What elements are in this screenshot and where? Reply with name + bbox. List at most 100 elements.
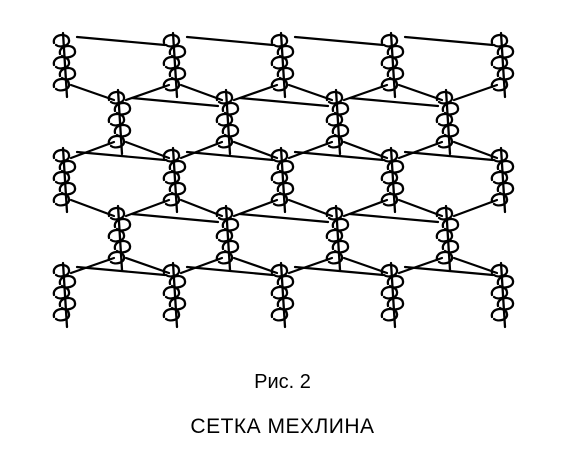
twist-loop [380,285,399,300]
mesh-thread [452,140,499,160]
twist-loop [52,263,71,278]
twist-loop [58,181,77,196]
twist-loop [52,55,71,70]
twist-core [499,31,507,99]
twist-core [171,146,179,214]
twist-loop [386,181,405,196]
twist-loop [435,250,454,265]
twist-node [162,146,187,214]
twist-loop [52,285,71,300]
twist-loop [52,170,71,185]
twist-core [444,204,452,272]
mesh-thread [287,83,334,102]
mesh-thread [342,256,389,275]
twist-core [171,31,179,99]
mesh-thread [238,212,330,224]
twist-node [325,204,350,272]
twist-core [334,88,342,156]
twist-loop [58,66,77,81]
mesh-thread [69,83,116,102]
twist-loop [276,159,295,174]
figure-title: СЕТКА МЕХЛИНА [190,415,375,438]
mesh-thread [185,35,275,47]
twist-loop [107,228,126,243]
mesh-thread [397,140,444,160]
twist-core [499,146,507,214]
twist-loop [270,33,289,48]
twist-loop [168,296,187,311]
figure-number: Рис. 2 [254,371,311,393]
mesh-thread [403,265,495,277]
twist-node [490,31,515,99]
twist-loop [58,296,77,311]
mesh-thread [69,256,116,275]
twist-loop [276,181,295,196]
twist-node [270,146,295,214]
twist-loop [162,33,181,48]
twist-loop [380,170,399,185]
twist-node [270,31,295,99]
twist-loop [270,307,289,322]
twist-core [116,204,124,272]
twist-core [61,31,69,99]
twist-loop [162,55,181,70]
twist-node [215,204,240,272]
twist-loop [325,112,344,127]
twist-loop [490,55,509,70]
twist-node [107,88,132,156]
twist-loop [162,170,181,185]
twist-loop [380,55,399,70]
twist-loop [107,250,126,265]
twist-loop [215,112,234,127]
twist-loop [496,44,515,59]
mechlin-mesh-illustration [52,31,515,329]
twist-loop [380,77,399,92]
mesh-thread [130,212,220,224]
mesh-thread [452,83,499,102]
mesh-thread [238,96,330,108]
twist-loop [270,170,289,185]
mesh-thread [342,140,389,160]
twist-loop [270,192,289,207]
twist-loop [490,307,509,322]
twist-loop [215,90,234,105]
twist-loop [386,296,405,311]
twist-node [325,88,350,156]
twist-loop [496,181,515,196]
mesh-thread [348,96,440,108]
twist-node [490,146,515,214]
twist-node [435,204,460,272]
mesh-thread [348,212,440,224]
mesh-thread [75,150,167,162]
twist-loop [162,307,181,322]
mesh-thread [124,140,171,160]
twist-loop [496,66,515,81]
mesh-thread [452,198,499,218]
mesh-thread [75,265,167,277]
mesh-thread [75,35,167,47]
twist-loop [435,228,454,243]
mesh-thread [185,150,275,162]
twist-loop [162,285,181,300]
twist-loop [270,77,289,92]
mesh-thread [179,83,224,102]
twist-core [61,261,69,329]
twist-loop [331,217,350,232]
twist-loop [215,206,234,221]
twist-loop [441,123,460,138]
twist-loop [386,274,405,289]
twist-loop [58,159,77,174]
mesh-thread [179,256,224,275]
twist-loop [490,33,509,48]
twist-loop [162,192,181,207]
twist-loop [331,239,350,254]
twist-loop [162,77,181,92]
twist-core [224,204,232,272]
twist-loop [380,263,399,278]
mesh-thread [232,140,279,160]
twist-loop [441,101,460,116]
twist-node [380,261,405,329]
twist-loop [221,239,240,254]
mesh-thread [452,256,499,275]
twist-loop [270,285,289,300]
